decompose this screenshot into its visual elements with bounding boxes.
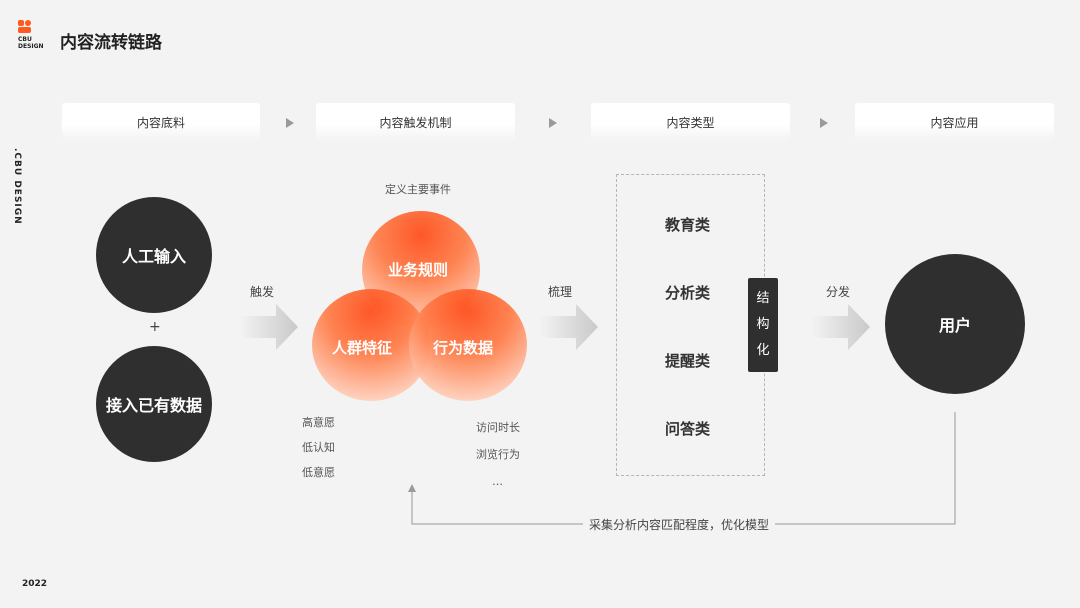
stage-arrow-3 (820, 118, 828, 128)
user-circle: 用户 (885, 254, 1025, 394)
user-label: 用户 (938, 316, 971, 335)
feedback-arrow-icon (408, 484, 416, 492)
structured-char: 化 (756, 343, 770, 358)
behavior-note: 浏览行为 (476, 448, 520, 461)
logo-bar (18, 27, 31, 33)
organize-label: 梳理 (548, 285, 573, 299)
venn-header: 定义主要事件 (385, 183, 451, 196)
crowd-notes: 高意愿 低认知 低意愿 (302, 410, 335, 485)
trigger-label: 触发 (250, 285, 275, 299)
type-qa: 问答类 (665, 420, 711, 438)
stage-arrow-1 (286, 118, 294, 128)
structured-char: 结 (756, 291, 770, 306)
structured-char: 构 (756, 317, 770, 332)
page-title: 内容流转链路 (60, 33, 162, 53)
stage-content-material: 内容底料 (62, 103, 260, 141)
venn-circle-behavior-data (409, 289, 527, 401)
distribute-arrow-icon (812, 304, 870, 350)
crowd-note: 低认知 (302, 441, 335, 454)
trigger-arrow-icon (240, 304, 298, 350)
crowd-note: 低意愿 (302, 466, 335, 479)
feedback-label: 采集分析内容匹配程度，优化模型 (583, 516, 776, 533)
crowd-note: 高意愿 (302, 416, 335, 429)
venn-label-behavior-data: 行为数据 (433, 339, 494, 357)
existing-data-circle: 接入已有数据 (96, 346, 212, 462)
manual-input-circle: 人工输入 (96, 197, 212, 313)
behavior-notes: 访问时长 浏览行为 … (476, 414, 520, 495)
organize-arrow-icon (540, 304, 598, 350)
year-label: 2022 (22, 579, 48, 589)
stage-content-application: 内容应用 (855, 103, 1054, 141)
plus-sign: + (149, 319, 161, 335)
stage-trigger-mechanism: 内容触发机制 (316, 103, 515, 141)
venn-label-business-rules: 业务规则 (388, 261, 449, 279)
structured-tag: 结 构 化 (748, 278, 778, 372)
venn-label-crowd-features: 人群特征 (332, 339, 393, 357)
type-analysis: 分析类 (665, 284, 711, 302)
logo-square (18, 20, 24, 26)
side-label: .CBU DESIGN (12, 148, 22, 225)
existing-data-label: 接入已有数据 (105, 396, 202, 415)
stage-arrow-2 (549, 118, 557, 128)
behavior-note: … (492, 475, 503, 488)
distribute-label: 分发 (826, 285, 851, 299)
type-education: 教育类 (665, 216, 711, 234)
type-reminder: 提醒类 (665, 352, 711, 370)
logo-dot (25, 20, 31, 26)
manual-input-label: 人工输入 (121, 247, 186, 266)
stage-content-type: 内容类型 (591, 103, 790, 141)
behavior-note: 访问时长 (476, 421, 520, 434)
